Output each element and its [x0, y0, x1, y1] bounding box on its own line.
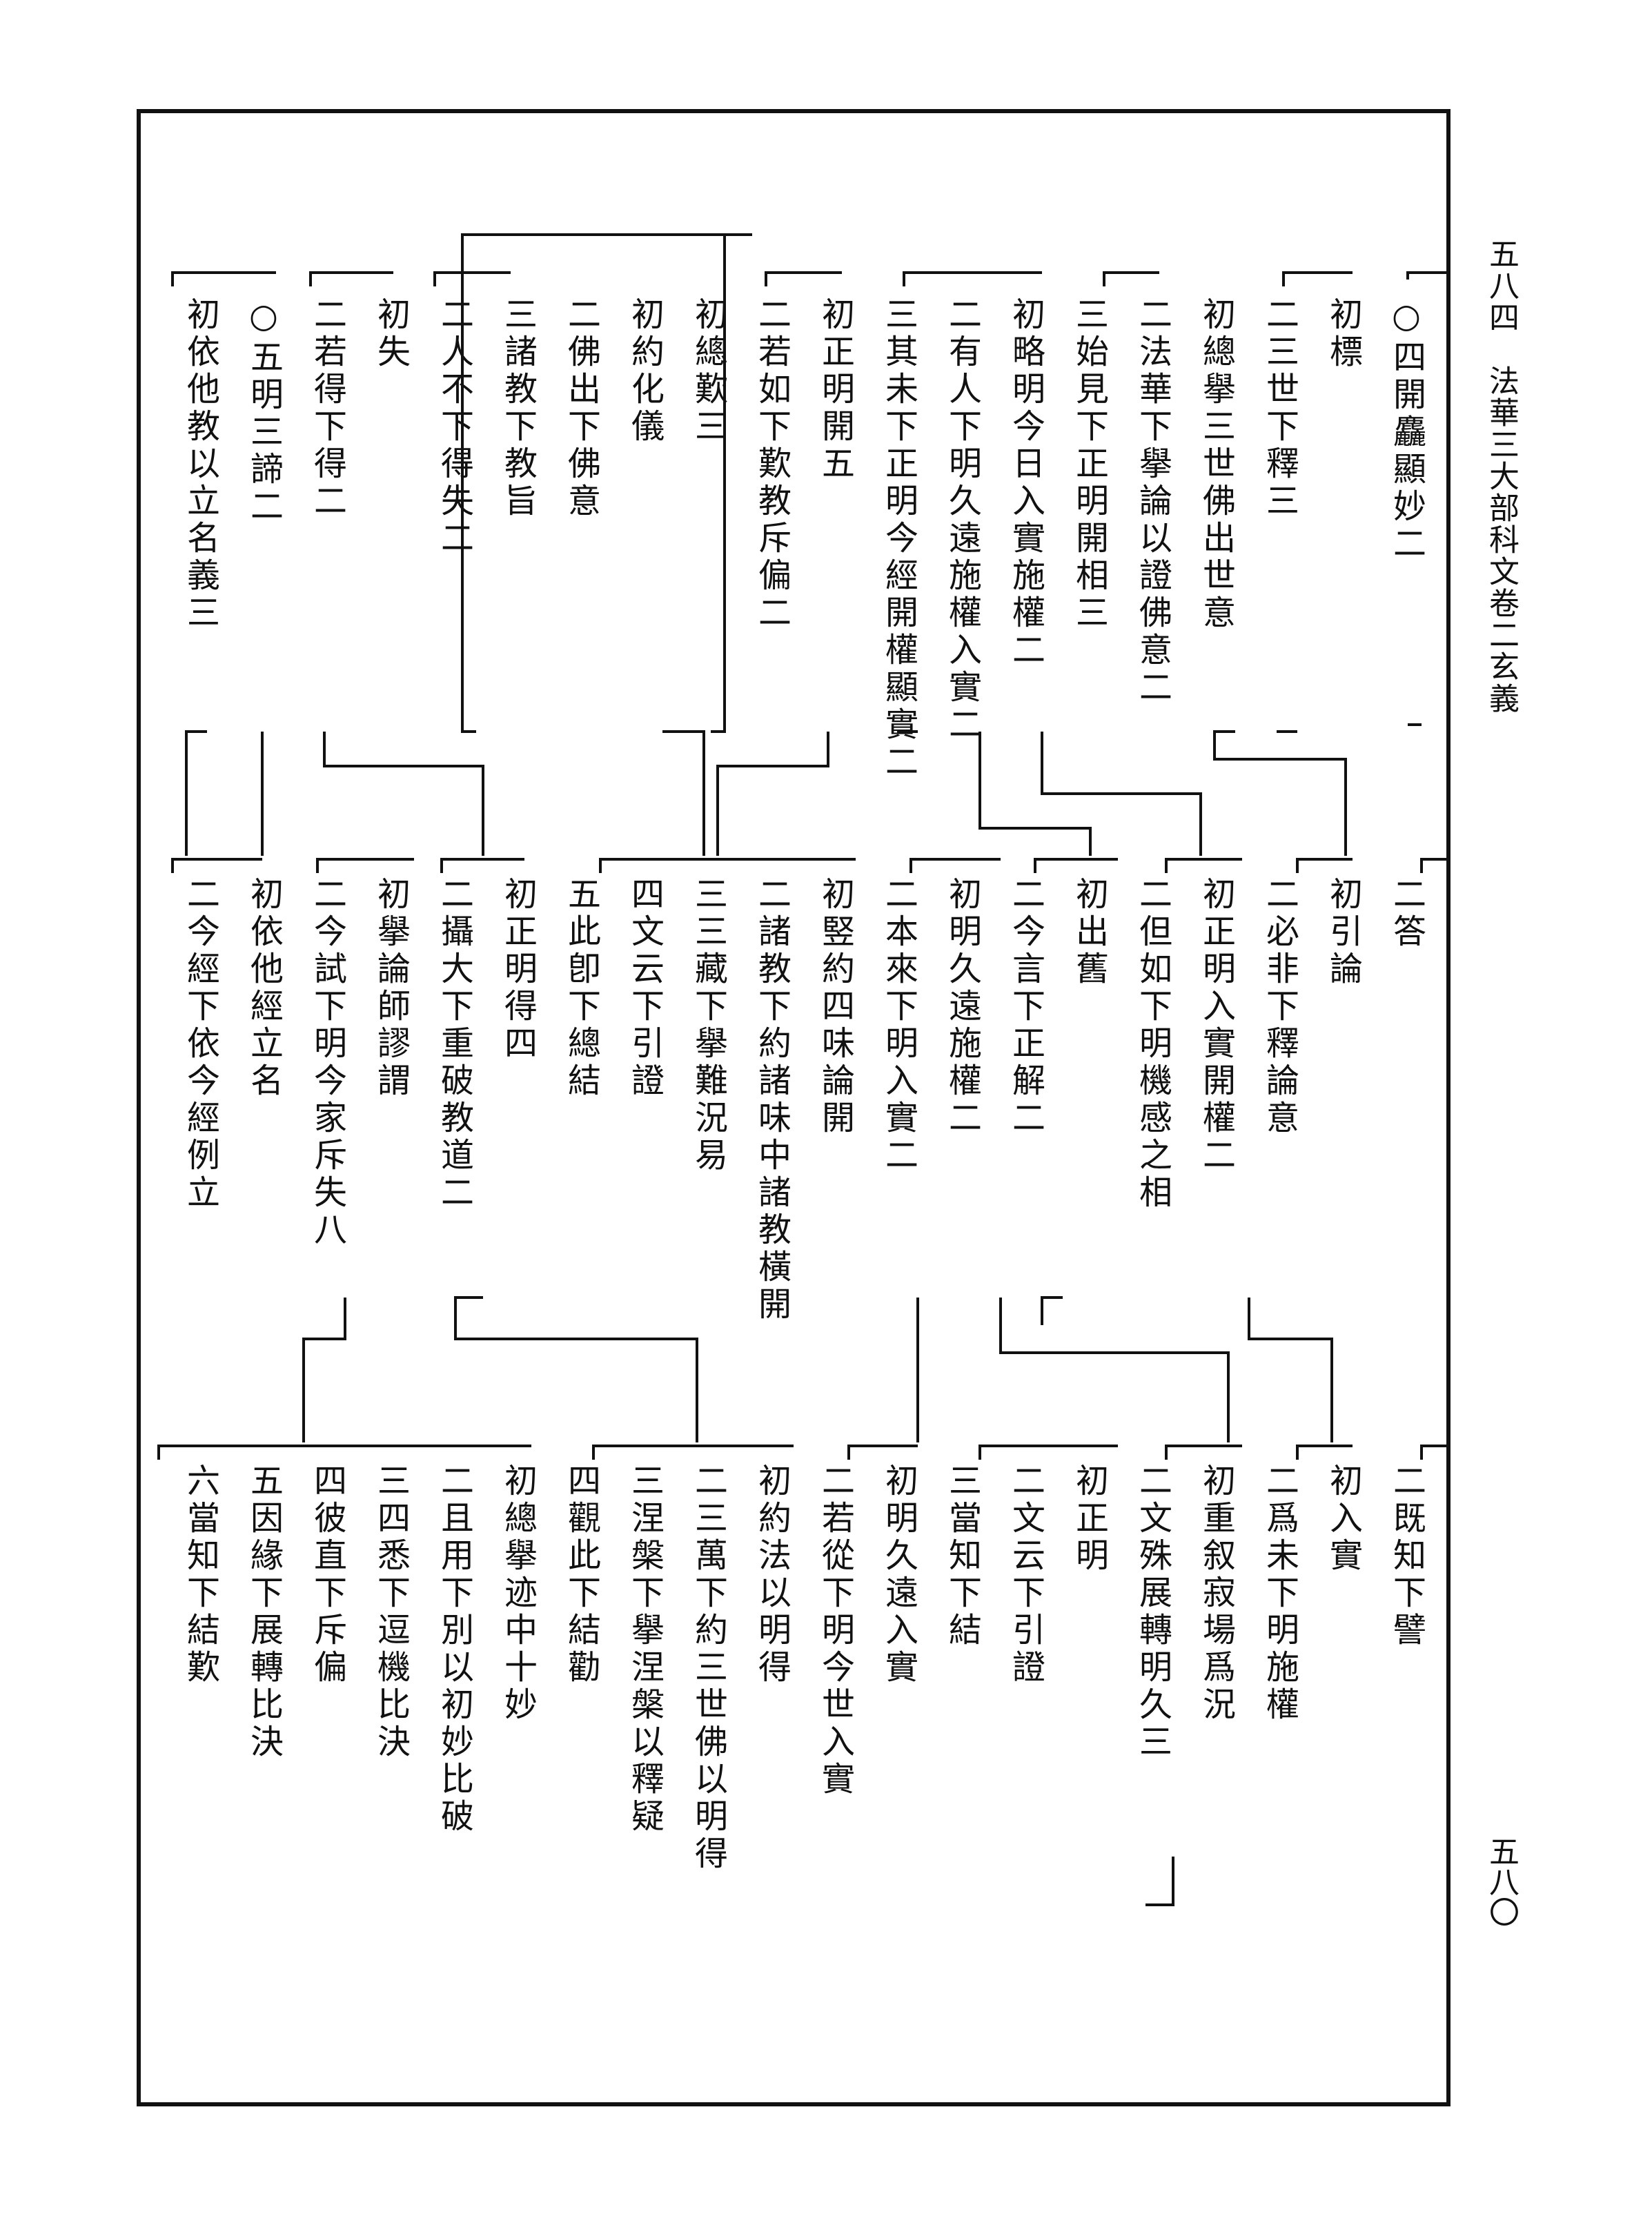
outline-node: 初標	[1324, 297, 1362, 371]
outline-node: ○四開麤顯妙二	[1387, 297, 1426, 563]
outline-node: 初擧論師謬謂	[371, 877, 410, 1100]
outline-node: 初依他教以立名義三	[181, 297, 219, 632]
outline-node: 五此卽下總結	[562, 877, 600, 1100]
outline-node: 五因緣下展轉比決	[244, 1463, 283, 1761]
outline-node: 初重叙寂場爲況	[1197, 1463, 1235, 1724]
outline-node: 初正明得四	[498, 877, 537, 1063]
outline-node: 初竪約四味論開	[816, 877, 854, 1137]
outline-node: 二但如下明機感之相	[1133, 877, 1172, 1212]
outline-node: 初入實	[1324, 1463, 1362, 1575]
outline-node: 六當知下結歎	[181, 1463, 219, 1687]
outline-node: 初出舊	[1070, 877, 1108, 988]
outline-node: 二既知下譬	[1387, 1463, 1426, 1649]
outline-node: 初總歎三	[689, 297, 727, 446]
outline-node: 三三藏下擧難況易	[689, 877, 727, 1175]
outline-node: 初依他經立名	[244, 877, 283, 1100]
outline-node: 四觀此下結勸	[562, 1463, 600, 1687]
outline-node: 初總擧迹中十妙	[498, 1463, 537, 1724]
outline-node: 二人不下得失二	[435, 297, 473, 558]
outline-node: 三始見下正明開相三	[1070, 297, 1108, 632]
outline-node: 二若如下歎教斥偏二	[752, 297, 791, 632]
outline-node: ○五明三諦二	[244, 297, 283, 526]
outline-node: 二有人下明久遠施權入實二	[943, 297, 981, 744]
outline-node: 二爲未下明施權	[1260, 1463, 1299, 1724]
outline-node: 二三萬下約三世佛以明得	[689, 1463, 727, 1873]
outline-node: 二今經下依今經例立	[181, 877, 219, 1212]
outline-node: 二三世下釋三	[1260, 297, 1299, 520]
outline-node: 初失	[371, 297, 410, 371]
outline-node: 二本來下明入實二	[879, 877, 918, 1175]
outline-node: 初明久遠施權二	[943, 877, 981, 1137]
outline-node: 二攝大下重破教道二	[435, 877, 473, 1212]
outline-node: 初約法以明得	[752, 1463, 791, 1687]
outline-node: 四文云下引證	[625, 877, 664, 1100]
outline-node: 三涅槃下擧涅槃以釋疑	[625, 1463, 664, 1836]
page-folio: 五八〇	[1484, 1836, 1519, 1927]
outline-node: 初正明	[1070, 1463, 1108, 1575]
outline-node: 二若從下明今世入實	[816, 1463, 854, 1799]
outline-node: 初引論	[1324, 877, 1362, 988]
outline-node: 二今試下明今家斥失八	[308, 877, 346, 1249]
outline-node: 三四悉下逗機比決	[371, 1463, 410, 1761]
outline-node: 初明久遠入實	[879, 1463, 918, 1687]
outline-node: 二若得下得二	[308, 297, 346, 520]
outline-node: 三諸教下教旨	[498, 297, 537, 520]
outline-node: 二諸教下約諸味中諸教橫開	[752, 877, 791, 1324]
outline-node: 初正明入實開權二	[1197, 877, 1235, 1175]
outline-node: 三當知下結	[943, 1463, 981, 1649]
outline-node: 初正明開五	[816, 297, 854, 483]
outline-node: 四彼直下斥偏	[308, 1463, 346, 1687]
outline-node: 二文云下引證	[1006, 1463, 1045, 1687]
outline-node: 二答	[1387, 877, 1426, 951]
outline-node: 三其未下正明今經開權顯實二	[879, 297, 918, 781]
outline-node: 二今言下正解二	[1006, 877, 1045, 1137]
outline-node: 二必非下釋論意	[1260, 877, 1299, 1137]
outline-node: 初約化儀	[625, 297, 664, 446]
outline-node: 初總擧三世佛出世意	[1197, 297, 1235, 632]
outline-node: 二法華下擧論以證佛意二	[1133, 297, 1172, 707]
outline-node: 初略明今日入實施權二	[1006, 297, 1045, 669]
page-frame	[137, 109, 1451, 2106]
outline-node: 二佛出下佛意	[562, 297, 600, 520]
running-title: 五八四 法華三大部科文卷二玄義	[1484, 238, 1519, 714]
outline-node: 二且用下別以初妙比破	[435, 1463, 473, 1836]
outline-node: 二文殊展轉明久三	[1133, 1463, 1172, 1761]
